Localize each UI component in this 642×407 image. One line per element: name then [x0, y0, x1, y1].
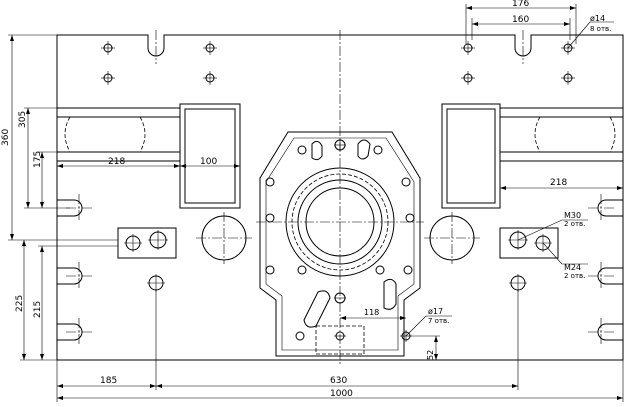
dim-1000: 1000 [57, 360, 624, 402]
holes-d14 [101, 41, 575, 85]
right-block [499, 227, 559, 259]
dim-185-label: 185 [100, 376, 117, 386]
dim-176-label: 176 [512, 0, 529, 9]
dim-175: 175 [33, 151, 57, 208]
dim-d14-label: ø14 [590, 14, 605, 23]
dim-m24-count: 2 отв. [564, 272, 585, 280]
left-box [179, 103, 241, 209]
dim-305-label: 305 [18, 111, 28, 128]
dim-d17-count: 7 отв. [428, 317, 449, 325]
dim-m30-count: 2 отв. [564, 220, 585, 228]
dim-m24-label: M24 [564, 263, 581, 272]
dim-360: 360 [1, 34, 118, 241]
dim-218-left-label: 218 [108, 157, 125, 167]
dim-218-left: 218 [57, 157, 180, 168]
dim-305: 305 [18, 107, 70, 209]
dim-118: 118 [340, 308, 406, 320]
dim-100: 100 [180, 157, 240, 168]
lower-holes [147, 274, 527, 292]
dim-118-label: 118 [364, 308, 379, 317]
dim-218-right-label: 218 [550, 178, 567, 188]
dim-100-label: 100 [200, 157, 217, 167]
left-block [117, 227, 177, 259]
right-box [441, 103, 501, 209]
dim-52: 52 [410, 335, 440, 360]
central-housing [256, 131, 424, 357]
dim-160-label: 160 [512, 15, 529, 25]
left-boss [196, 212, 252, 264]
dim-d14: ø14 8 отв. [567, 14, 614, 49]
dim-185-630: 185 630 [56, 290, 519, 402]
left-rails [57, 107, 180, 162]
dim-630-label: 630 [330, 376, 347, 386]
dim-m30-label: M30 [564, 211, 581, 220]
dim-d17: ø17 7 отв. [405, 307, 452, 337]
dim-176: 176 [465, 0, 577, 44]
dim-d14-count: 8 отв. [590, 25, 611, 33]
right-boss [424, 212, 480, 264]
dim-225: 225 [15, 240, 57, 361]
dim-1000-label: 1000 [330, 389, 353, 399]
dim-m30: M30 2 отв. [517, 211, 588, 241]
dim-160: 160 [471, 15, 571, 40]
dim-215: 215 [33, 245, 118, 360]
dim-225-label: 225 [15, 295, 25, 312]
right-rails [500, 107, 623, 162]
left-edge-slots [57, 194, 92, 346]
dim-d17-label: ø17 [428, 307, 443, 316]
right-edge-slots [588, 194, 623, 346]
dim-52-label: 52 [426, 350, 435, 360]
dim-175-label: 175 [33, 151, 43, 168]
dim-360-label: 360 [1, 129, 11, 146]
plate-outline [56, 34, 624, 361]
dim-215-label: 215 [33, 301, 43, 318]
dim-218-right: 218 [500, 178, 623, 190]
dim-m24: M24 2 отв. [542, 242, 588, 280]
